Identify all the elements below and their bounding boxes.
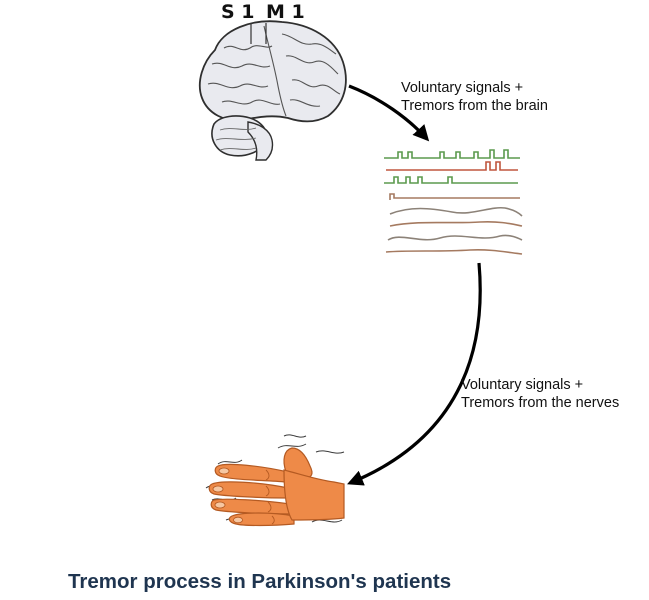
label-s1: S 1 [221,1,255,23]
trace-5 [389,206,523,217]
label-m1: M 1 [266,1,305,23]
brain-illustration: S 1 M 1 [198,1,347,161]
figure-caption: Tremor process in Parkinson's patients [68,570,452,593]
trace-4 [389,193,520,200]
trace-3 [384,176,518,184]
arrow-signals-to-hand [347,262,482,486]
arrow2-label-line1: Voluntary signals + [461,377,583,393]
trace-8 [385,249,523,255]
trace-7 [387,234,523,241]
signal-traces [384,149,523,255]
trace-1 [384,149,520,159]
trace-6 [389,221,523,227]
trace-2 [386,161,518,171]
hand-illustration [205,434,345,527]
arrow-brain-to-signals [348,84,430,142]
arrow1-label-line1: Voluntary signals + [401,80,523,96]
arrow1-label-line2: Tremors from the brain [401,98,548,114]
arrow2-label-line2: Tremors from the nerves [461,395,619,411]
